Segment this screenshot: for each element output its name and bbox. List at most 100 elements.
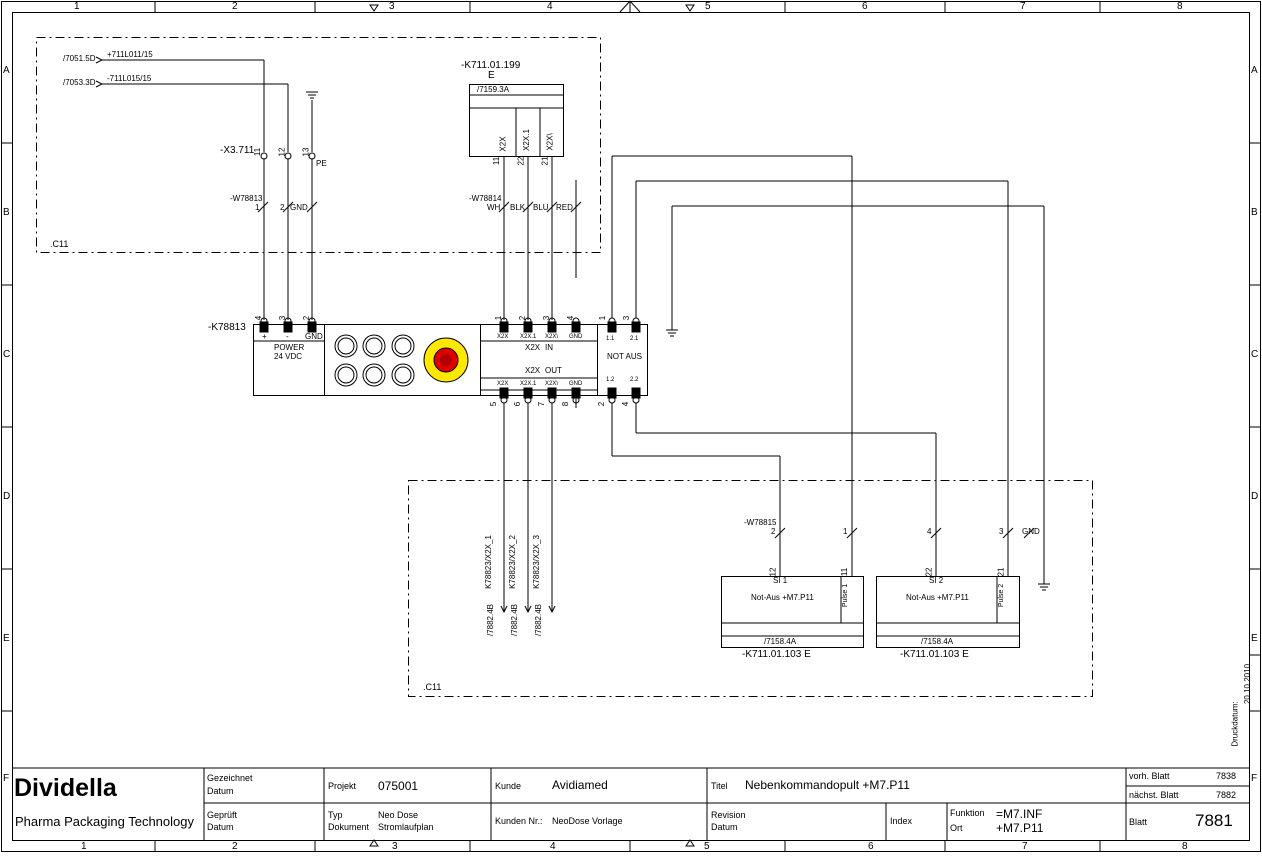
row-d: D <box>3 491 11 502</box>
in-pin-1: X2X <box>497 334 509 340</box>
terminal-12: 12 <box>277 147 287 157</box>
dev2-channel: SI 2 <box>929 576 944 585</box>
out-pin-3: X2X\ <box>545 381 559 387</box>
bottom-enclosure <box>408 480 1093 697</box>
enclosure-label-top: .C11 <box>50 239 69 249</box>
output-ref-3: /7882.4B <box>534 603 544 637</box>
notaus-num-2: 2 <box>597 401 607 407</box>
out-title-b: OUT <box>545 366 562 375</box>
gezeichnet-label: Gezeichnet <box>207 773 253 783</box>
power-volt: 24 VDC <box>274 352 303 361</box>
out-title-a: X2X <box>525 366 541 375</box>
row-e: E <box>3 633 10 644</box>
row-c: C <box>3 349 11 360</box>
typ-label: Typ <box>328 810 343 820</box>
kunden-nr-value: NeoDose Vorlage <box>552 816 623 826</box>
row-b-right: B <box>1251 207 1258 218</box>
k711-199-sub: E <box>488 70 495 81</box>
out-pin-2: X2X.1 <box>520 381 537 387</box>
company-sub: Pharma Packaging Technology <box>15 814 194 829</box>
top-enclosure <box>36 37 601 253</box>
power-title: POWER <box>274 343 305 352</box>
notaus-bottom-1: 1.2 <box>606 377 615 383</box>
funktion-label: Funktion <box>950 808 985 818</box>
in-title-a: X2X <box>525 343 541 352</box>
row-f: F <box>3 773 10 784</box>
out-pin-4: GND <box>569 381 583 387</box>
ort-value: +M7.P11 <box>996 821 1044 835</box>
in-num-1: 1 <box>494 315 504 321</box>
in-title-b: IN <box>545 343 553 352</box>
row-c-right: C <box>1251 349 1259 360</box>
core-2: 2 <box>280 203 285 212</box>
col-8: 8 <box>1177 1 1183 12</box>
dev1-channel: SI 1 <box>773 576 788 585</box>
notaus-block <box>597 324 648 396</box>
out-num-6: 6 <box>513 401 523 407</box>
dev1-pulse: Pulse 1 <box>842 583 850 608</box>
output-target-2: K78823/X2X_2 <box>507 535 517 589</box>
core-blk: BLK <box>510 203 526 212</box>
power-num-4: 4 <box>254 315 264 321</box>
terminal-11: 11 <box>253 147 263 157</box>
projekt-value: 075001 <box>378 779 419 793</box>
datum-label-2: Datum <box>207 822 234 832</box>
k711-num-3: 21 <box>540 156 550 166</box>
col-3-bottom: 3 <box>392 841 398 852</box>
dev2-name: -K711.01.103 E <box>900 649 969 660</box>
col-6-bottom: 6 <box>868 841 874 852</box>
dev2-pulse: Pulse 2 <box>998 583 1006 608</box>
notaus-top-2: 2.1 <box>630 336 639 342</box>
col-2-bottom: 2 <box>232 841 238 852</box>
terminal-strip-label: -X3.711 <box>220 145 255 156</box>
typ-value: Neo Dose <box>378 810 419 820</box>
wire-2: -711L015/15 <box>107 74 152 83</box>
bcore-1: 1 <box>843 527 848 536</box>
dev2-num-21: 21 <box>996 567 1006 577</box>
k711-num-1: 11 <box>492 156 502 166</box>
col-3: 3 <box>389 1 395 12</box>
col-5: 5 <box>705 1 711 12</box>
cable-w78815: -W78815 <box>744 518 777 527</box>
cable-w78813: -W78813 <box>230 194 263 203</box>
dokument-value: Stromlaufplan <box>378 822 434 832</box>
dev1-label: Not-Aus +M7.P11 <box>751 593 814 602</box>
notaus-num-4: 4 <box>621 401 631 407</box>
ref-1: /7051.5D <box>63 54 96 63</box>
core-red: RED <box>556 203 573 212</box>
notaus-bottom-2: 2.2 <box>630 377 639 383</box>
power-pin-minus: - <box>286 332 289 341</box>
col-1: 1 <box>74 1 80 12</box>
dokument-label: Dokument <box>328 822 370 832</box>
dev2-label: Not-Aus +M7.P11 <box>906 593 969 602</box>
out-num-7: 7 <box>537 401 547 407</box>
dev1-ref: /7158.4A <box>764 637 797 646</box>
col-7: 7 <box>1020 1 1026 12</box>
revision-label: Revision <box>711 810 746 820</box>
output-target-3: K78823/X2X_3 <box>531 535 541 589</box>
output-ref-1: /7882.4B <box>486 603 496 637</box>
row-e-right: E <box>1251 633 1258 644</box>
cable-w78814: -W78814 <box>469 194 502 203</box>
notaus-label: NOT AUS <box>607 352 642 361</box>
module-name: -K78813 <box>208 322 246 333</box>
blatt-value: 7881 <box>1195 811 1233 830</box>
naechst-value: 7882 <box>1216 790 1237 800</box>
col-6: 6 <box>862 1 868 12</box>
notaus-top-1: 1.1 <box>606 336 615 342</box>
title-block-grid <box>12 767 1250 840</box>
in-num-2: 2 <box>518 315 528 321</box>
k711-199-name: -K711.01.199 <box>461 60 521 71</box>
naechst-label: nächst. Blatt <box>1129 790 1179 800</box>
in-num-3: 3 <box>542 315 552 321</box>
device-1-box <box>721 576 864 648</box>
terminal-13: 13 <box>301 147 311 157</box>
dev2-ref: /7158.4A <box>921 637 954 646</box>
print-date-value: 20.10.2010 <box>1243 663 1253 705</box>
k711-199-ref: /7159.3A <box>477 85 510 94</box>
vorh-value: 7838 <box>1216 771 1237 781</box>
col-8-bottom: 8 <box>1182 841 1188 852</box>
projekt-label: Projekt <box>328 781 357 791</box>
